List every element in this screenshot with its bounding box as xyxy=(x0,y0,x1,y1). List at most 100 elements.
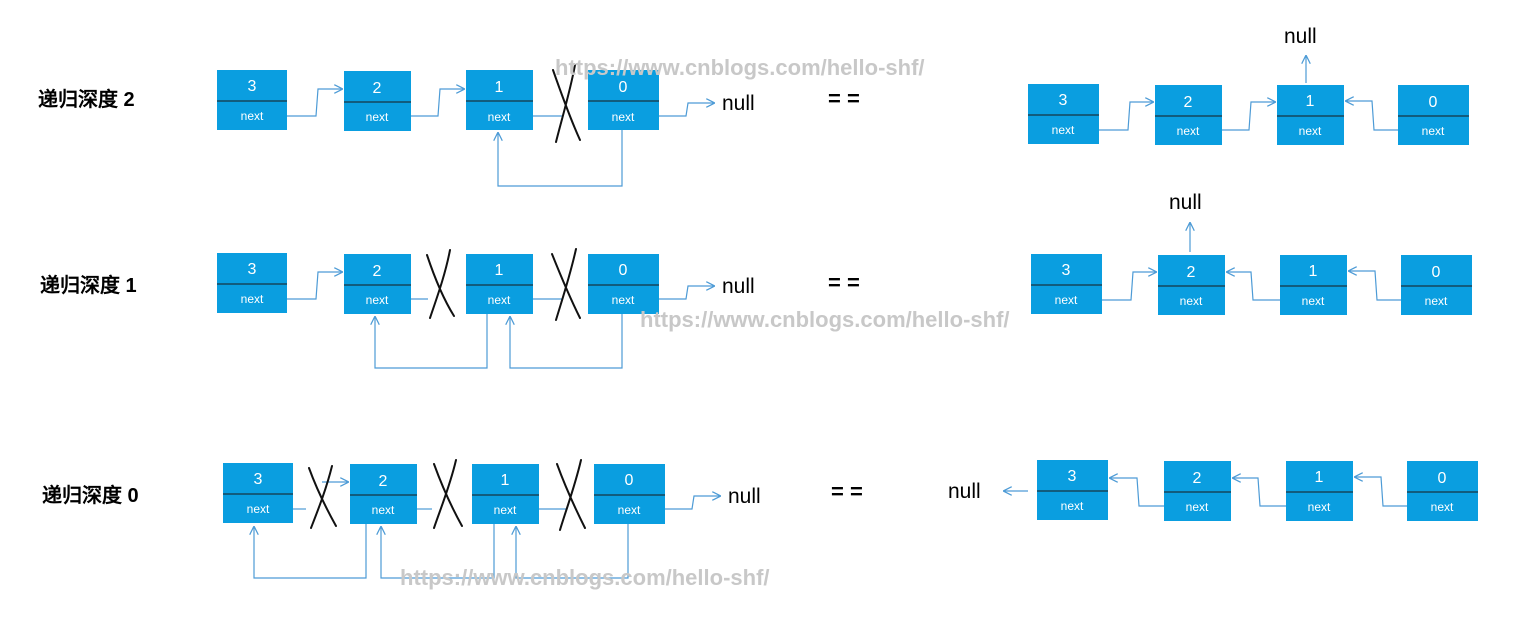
node: 3 next xyxy=(1031,254,1102,314)
node: 2 next xyxy=(1158,255,1225,315)
node-box xyxy=(1164,461,1231,521)
node-next-label: next xyxy=(618,503,641,517)
node-value: 2 xyxy=(373,263,382,280)
node-value: 2 xyxy=(1193,470,1202,487)
node-box xyxy=(223,463,293,523)
null-label: null xyxy=(728,485,761,508)
node: 2 next xyxy=(344,71,411,131)
node: 1 next xyxy=(1277,85,1344,145)
back-link-arrow xyxy=(516,524,629,579)
node: 1 next xyxy=(472,464,539,524)
node-value: 2 xyxy=(379,473,388,490)
node-next-label: next xyxy=(1308,500,1331,514)
node-box xyxy=(594,464,665,524)
row-depth-1: 递归深度 1 3 next 2 next 1 next 0 next xyxy=(40,191,1472,369)
node-next-label: next xyxy=(372,503,395,517)
node-next-label: next xyxy=(1061,499,1084,513)
node-next-label: next xyxy=(241,292,264,306)
depth-label: 递归深度 2 xyxy=(38,87,135,111)
back-link-arrow xyxy=(381,524,495,579)
node-value: 3 xyxy=(1062,262,1071,279)
cross-mark xyxy=(426,249,455,319)
equals-sign: = = xyxy=(828,86,860,111)
watermark: https://www.cnblogs.com/hello-shf/ xyxy=(400,565,770,590)
back-link-arrow xyxy=(254,524,367,579)
null-label: null xyxy=(722,92,755,115)
node-value: 2 xyxy=(1184,94,1193,111)
node-next-label: next xyxy=(247,502,270,516)
node-next-label: next xyxy=(494,503,517,517)
node: 3 next xyxy=(223,463,293,523)
link-arrow xyxy=(1349,271,1401,301)
node-box xyxy=(1031,254,1102,314)
cross-mark xyxy=(308,465,337,529)
link-arrow xyxy=(1346,101,1398,131)
equals-sign: = = xyxy=(831,479,863,504)
cross-mark xyxy=(433,459,463,529)
node-box xyxy=(1028,84,1099,144)
node-value: 1 xyxy=(1306,93,1315,110)
link-arrow xyxy=(1227,272,1280,301)
node-next-label: next xyxy=(1177,124,1200,138)
node-value: 2 xyxy=(373,80,382,97)
node-next-label: next xyxy=(488,110,511,124)
node-box xyxy=(466,254,533,314)
node: 2 next xyxy=(1164,461,1231,521)
node-box xyxy=(588,254,659,314)
node-value: 3 xyxy=(248,261,257,278)
node: 0 next xyxy=(588,70,659,130)
node-value: 3 xyxy=(1068,468,1077,485)
node: 1 next xyxy=(1286,461,1353,521)
link-arrow xyxy=(665,496,720,510)
node-next-label: next xyxy=(1431,500,1454,514)
null-label: null xyxy=(1169,191,1202,214)
node-value: 1 xyxy=(1309,263,1318,280)
link-arrow xyxy=(659,286,714,300)
node: 2 next xyxy=(1155,85,1222,145)
node-box xyxy=(217,70,287,130)
node-box xyxy=(1158,255,1225,315)
node-value: 0 xyxy=(1438,470,1447,487)
node: 1 next xyxy=(466,70,533,130)
node-next-label: next xyxy=(366,110,389,124)
node-value: 1 xyxy=(495,262,504,279)
node-box xyxy=(350,464,417,524)
node-next-label: next xyxy=(612,293,635,307)
node-box xyxy=(1277,85,1344,145)
link-arrow xyxy=(1222,102,1275,131)
node: 2 next xyxy=(344,254,411,314)
node: 3 next xyxy=(1028,84,1099,144)
node-value: 1 xyxy=(501,472,510,489)
node-next-label: next xyxy=(366,293,389,307)
node-box xyxy=(1280,255,1347,315)
node-value: 3 xyxy=(248,78,257,95)
node-value: 3 xyxy=(1059,92,1068,109)
link-arrow xyxy=(287,272,342,300)
node: 0 next xyxy=(1401,255,1472,315)
node-box xyxy=(1407,461,1478,521)
cross-mark xyxy=(551,248,581,321)
node-value: 3 xyxy=(254,471,263,488)
node-box xyxy=(1401,255,1472,315)
node: 3 next xyxy=(1037,460,1108,520)
depth-label: 递归深度 0 xyxy=(42,483,139,507)
back-link-arrow xyxy=(375,314,488,369)
null-label: null xyxy=(722,275,755,298)
node-next-label: next xyxy=(1055,293,1078,307)
node: 0 next xyxy=(1398,85,1469,145)
node-box xyxy=(344,71,411,131)
link-arrow xyxy=(287,89,342,117)
node: 3 next xyxy=(217,70,287,130)
depth-label: 递归深度 1 xyxy=(40,273,137,297)
null-label: null xyxy=(1284,25,1317,48)
link-arrow xyxy=(1099,102,1153,131)
node: 1 next xyxy=(1280,255,1347,315)
node-box xyxy=(1398,85,1469,145)
node-value: 0 xyxy=(619,262,628,279)
node-next-label: next xyxy=(1052,123,1075,137)
node: 0 next xyxy=(588,254,659,314)
link-arrow xyxy=(411,89,464,117)
node-box xyxy=(344,254,411,314)
node-value: 0 xyxy=(619,79,628,96)
